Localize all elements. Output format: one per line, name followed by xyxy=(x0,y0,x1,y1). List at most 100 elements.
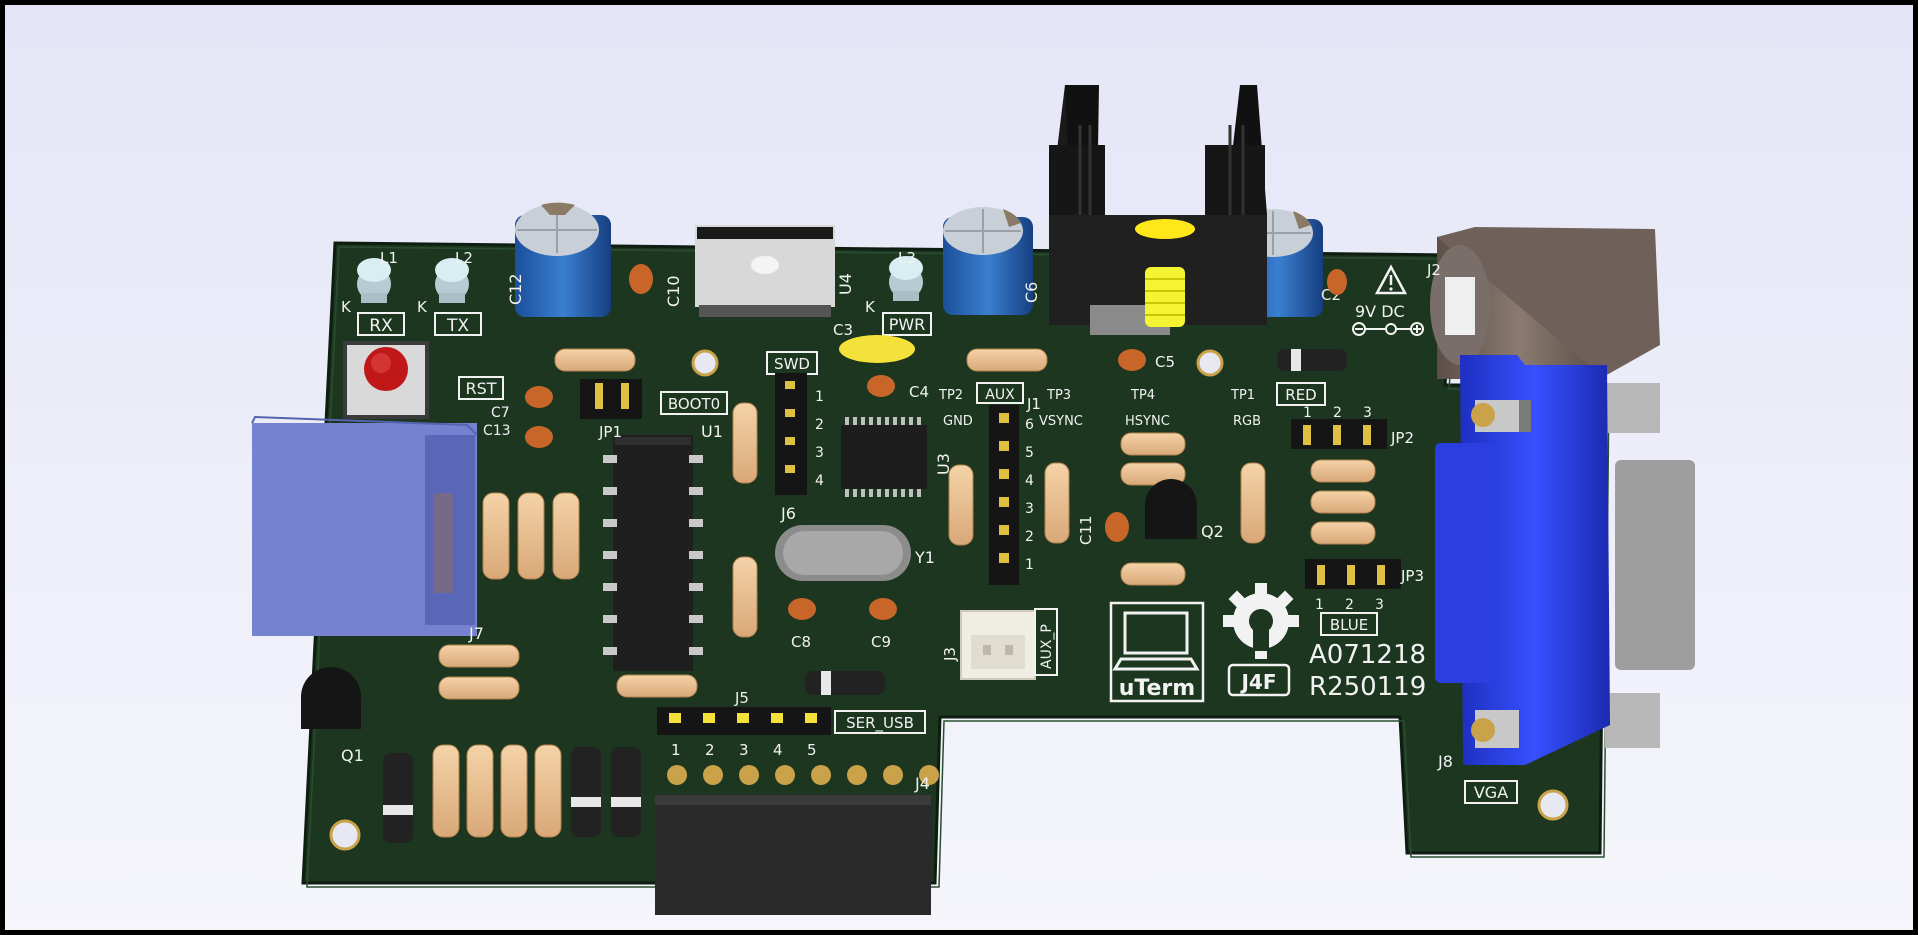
revision-a: A071218 xyxy=(1309,640,1426,670)
resistors xyxy=(432,348,1376,838)
label-blue: BLUE xyxy=(1330,616,1368,634)
ref-k2: K xyxy=(417,298,428,316)
ic-u1 xyxy=(603,435,703,671)
label-aux: AUX xyxy=(985,387,1015,403)
connector-j4 xyxy=(655,765,939,915)
pin-j1-6: 6 xyxy=(1025,417,1034,433)
pin-jp2-2: 2 xyxy=(1333,405,1342,421)
render-viewport: RX TX PWR L1 L2 L3 K K K RST xyxy=(5,5,1913,930)
ref-jp2: JP2 xyxy=(1390,429,1414,447)
jumper-jp2 xyxy=(1291,419,1387,449)
ref-j1: J1 xyxy=(1026,395,1041,413)
jumper-jp1 xyxy=(580,379,642,419)
polarity-symbol xyxy=(1352,322,1424,336)
label-swd: SWD xyxy=(774,355,810,373)
oshw-gear-icon xyxy=(1223,583,1299,659)
label-hsync: HSYNC xyxy=(1125,414,1170,429)
crystal-y1 xyxy=(775,525,911,581)
label-tx: TX xyxy=(446,316,469,336)
ref-j7: J7 xyxy=(468,624,484,643)
pin-j6-2: 2 xyxy=(815,417,824,433)
label-vsync: VSYNC xyxy=(1039,414,1083,429)
pin-j5-1: 1 xyxy=(671,741,681,759)
ref-c3: C3 xyxy=(833,321,853,339)
pin-j6-3: 3 xyxy=(815,445,824,461)
ref-q1: Q1 xyxy=(341,746,364,765)
ref-tp4: TP4 xyxy=(1130,388,1155,403)
pin-j5-5: 5 xyxy=(807,741,817,759)
ref-l2: L2 xyxy=(455,249,473,267)
ref-jp3: JP3 xyxy=(1400,567,1424,585)
header-j5 xyxy=(657,707,831,735)
mounting-holes xyxy=(329,349,1569,851)
ref-jp1: JP1 xyxy=(598,423,622,441)
label-rst: RST xyxy=(465,379,496,398)
revision-r: R250119 xyxy=(1309,672,1426,702)
ref-u4: U4 xyxy=(836,273,855,295)
ref-l1: L1 xyxy=(380,249,398,267)
usb-b-connector xyxy=(251,415,478,636)
pin-j6-4: 4 xyxy=(815,473,824,489)
transistor-q2 xyxy=(1145,479,1197,539)
header-j1 xyxy=(989,405,1019,585)
maker-logo xyxy=(1227,663,1291,697)
pin-j1-2: 2 xyxy=(1025,529,1034,545)
ref-tp3: TP3 xyxy=(1046,388,1071,403)
ref-c8: C8 xyxy=(791,633,811,651)
heatsink xyxy=(1049,85,1267,335)
pin-j1-3: 3 xyxy=(1025,501,1034,517)
ref-l3: L3 xyxy=(898,249,916,267)
ref-c7: C7 xyxy=(491,405,510,421)
vga-connector-j8 xyxy=(1435,355,1695,765)
pcb-render: RX TX PWR L1 L2 L3 K K K RST xyxy=(251,85,1695,915)
label-pwr: PWR xyxy=(889,315,926,334)
pin-j5-3: 3 xyxy=(739,741,749,759)
pin-j6-1: 1 xyxy=(815,389,824,405)
led-l3 xyxy=(889,256,923,301)
ref-y1: Y1 xyxy=(914,548,935,567)
ref-j4: J4 xyxy=(914,774,930,793)
led-l1 xyxy=(357,258,391,303)
pin-jp2-1: 1 xyxy=(1303,405,1312,421)
label-ser-usb: SER_USB xyxy=(846,714,914,733)
pin-jp2-3: 3 xyxy=(1363,405,1372,421)
capacitor-c12 xyxy=(515,202,611,317)
header-j6 xyxy=(775,373,807,495)
pin-j5-4: 4 xyxy=(773,741,783,759)
pin-j1-1: 1 xyxy=(1025,557,1034,573)
ref-c12: C12 xyxy=(506,273,525,305)
ref-j8: J8 xyxy=(1437,752,1453,771)
ref-c13: C13 xyxy=(483,423,511,439)
pin-j1-4: 4 xyxy=(1025,473,1034,489)
jumper-jp3 xyxy=(1305,559,1401,589)
ref-j2: J2 xyxy=(1426,261,1441,279)
label-aux-p: AUX_P xyxy=(1039,624,1055,669)
pin-j1-5: 5 xyxy=(1025,445,1034,461)
ref-c11: C11 xyxy=(1077,515,1095,545)
pin-jp3-3: 3 xyxy=(1375,597,1384,613)
capacitor-c6 xyxy=(943,207,1033,315)
ref-c10: C10 xyxy=(664,275,683,307)
label-rgb: RGB xyxy=(1233,414,1261,429)
diodes xyxy=(383,349,1347,843)
ref-k3: K xyxy=(865,298,876,316)
uterm-logo xyxy=(1109,601,1205,703)
ref-u3: U3 xyxy=(934,453,953,475)
ref-tp2: TP2 xyxy=(938,388,963,403)
regulator-u4 xyxy=(695,225,835,317)
label-red: RED xyxy=(1285,386,1316,404)
ref-j3: J3 xyxy=(941,647,959,662)
pin-j5-2: 2 xyxy=(705,741,715,759)
ref-q2: Q2 xyxy=(1201,522,1224,541)
ic-u3 xyxy=(841,417,927,497)
ref-c5: C5 xyxy=(1155,353,1175,371)
label-gnd: GND xyxy=(943,414,973,429)
ceramic-caps xyxy=(525,264,1347,620)
capacitor-c3 xyxy=(839,335,915,363)
pin-jp3-2: 2 xyxy=(1345,597,1354,613)
transistor-q1 xyxy=(301,667,361,729)
connector-j3 xyxy=(960,610,1036,680)
ref-j5: J5 xyxy=(734,689,749,707)
label-vga: VGA xyxy=(1474,783,1508,802)
ref-c4: C4 xyxy=(909,383,929,401)
